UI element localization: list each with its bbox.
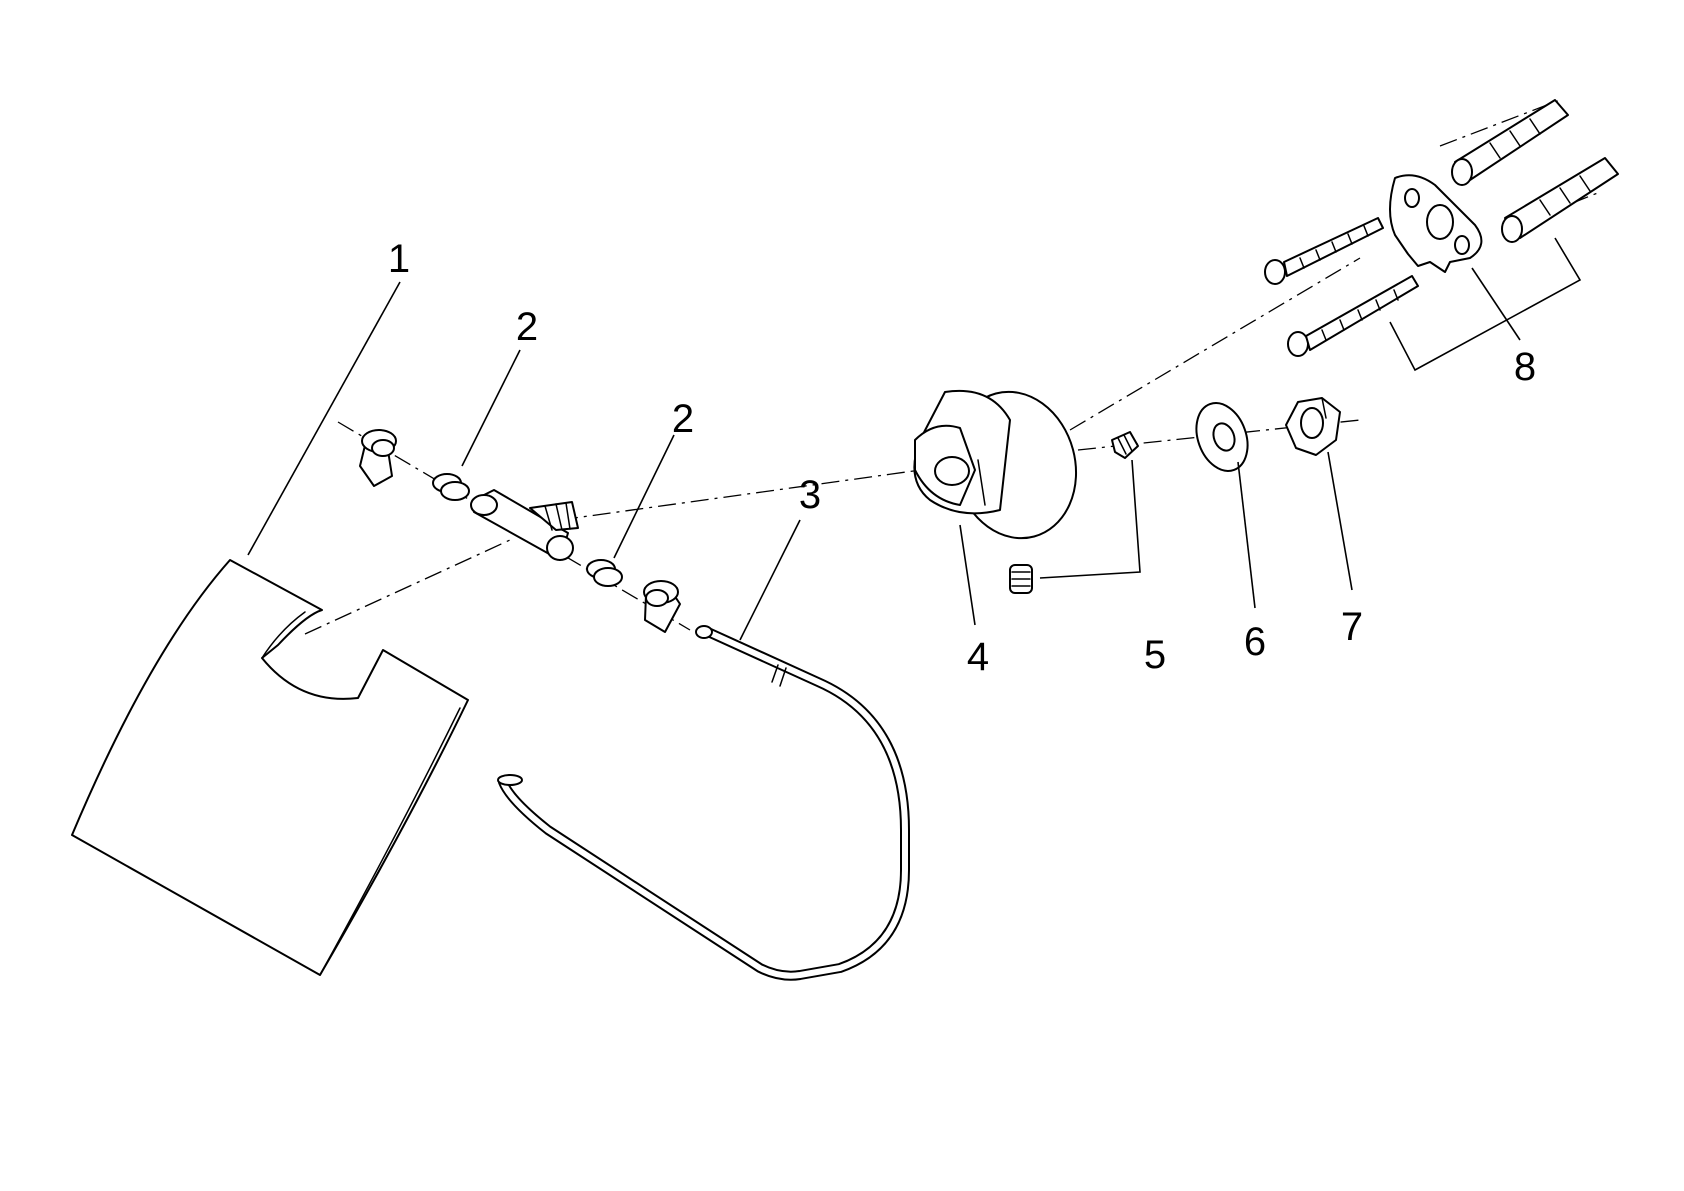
paper-holder-arm <box>497 625 910 981</box>
callout-2b: 2 <box>672 397 694 441</box>
callout-2a: 2 <box>516 305 538 349</box>
bushing-outer-right <box>643 580 681 633</box>
leader-6 <box>1237 461 1256 609</box>
wall-screw-lower <box>1287 275 1419 357</box>
callout-7: 7 <box>1341 605 1363 649</box>
callout-5: 5 <box>1144 633 1166 677</box>
leader-2b <box>613 434 675 559</box>
wall-screw-upper <box>1264 217 1384 285</box>
wall-anchor-lower <box>1501 157 1619 243</box>
wall-rosette <box>913 389 1078 540</box>
callout-6: 6 <box>1244 620 1266 664</box>
axis-main-lower <box>304 539 511 635</box>
set-screw-lower <box>1009 564 1033 594</box>
leader-1 <box>247 281 401 556</box>
threaded-stud <box>529 501 579 531</box>
bushing-inner-left <box>432 473 470 501</box>
washer <box>1195 402 1249 472</box>
bushing-inner-right <box>586 559 623 587</box>
axis-main-upper <box>559 467 936 521</box>
hex-nut <box>1285 397 1341 456</box>
center-sleeve <box>470 489 574 561</box>
leader-3 <box>739 519 801 641</box>
callout-4: 4 <box>967 635 989 679</box>
set-screw-upper <box>1111 431 1139 459</box>
paper-cover <box>71 559 469 976</box>
wall-anchor-upper <box>1451 99 1569 186</box>
axis-wall-plate <box>1069 257 1361 431</box>
bushing-outer-left <box>359 429 397 487</box>
leader-lines <box>247 237 1582 641</box>
mounting-plate <box>1389 174 1483 273</box>
callout-3: 3 <box>799 473 821 517</box>
leader-8-bracket <box>1389 237 1582 372</box>
axis-anchor-upper <box>1439 99 1561 147</box>
leader-7 <box>1327 451 1353 591</box>
callout-1: 1 <box>388 237 410 281</box>
leader-4 <box>959 524 976 626</box>
leader-8 <box>1471 267 1521 341</box>
callout-labels: 1 2 2 3 4 5 6 7 8 <box>388 237 1536 679</box>
leader-2a <box>461 349 521 467</box>
leader-5 <box>1039 459 1141 579</box>
callout-8: 8 <box>1514 345 1536 389</box>
